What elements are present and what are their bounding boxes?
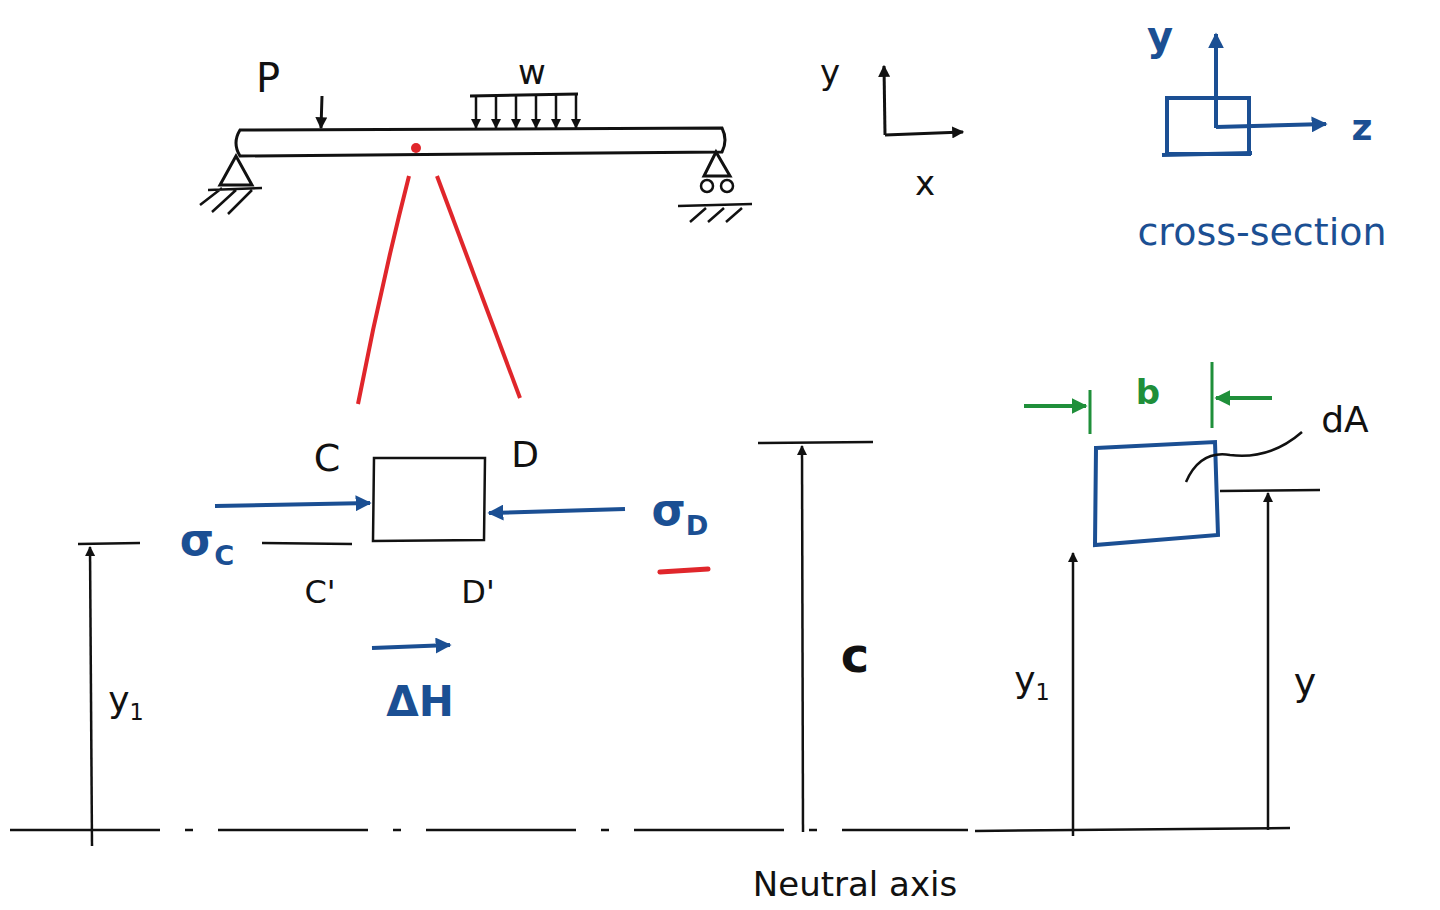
dimension-tick bbox=[1090, 362, 1212, 434]
ground-hatch bbox=[678, 204, 752, 222]
load-arrow bbox=[495, 96, 498, 128]
label: C' bbox=[304, 576, 335, 608]
roller-wheel bbox=[701, 180, 713, 192]
label: c bbox=[841, 631, 869, 679]
x-axis bbox=[885, 132, 963, 135]
label: w bbox=[518, 55, 546, 89]
load-arrow bbox=[515, 96, 518, 128]
label: σC bbox=[180, 518, 234, 562]
roller-support bbox=[704, 152, 730, 176]
stress-arrow-d bbox=[489, 509, 625, 513]
underline-mark bbox=[660, 569, 708, 572]
symbol: y bbox=[108, 679, 129, 720]
dimension-tick bbox=[1220, 490, 1320, 491]
label: D bbox=[511, 437, 539, 473]
label: cross-section bbox=[1137, 213, 1386, 251]
leader-line bbox=[1186, 432, 1302, 482]
element-cd bbox=[373, 458, 485, 541]
zoom-line bbox=[358, 176, 409, 404]
load-arrow bbox=[535, 95, 538, 128]
label: y bbox=[820, 55, 840, 89]
neutral-axis-line bbox=[975, 828, 1290, 831]
zoom-line bbox=[437, 176, 520, 398]
subscript: D bbox=[686, 510, 709, 541]
label: y1 bbox=[1014, 662, 1050, 698]
label: C bbox=[314, 439, 341, 477]
dimension-arrow bbox=[1267, 493, 1270, 830]
roller-wheel bbox=[721, 180, 733, 192]
label: σD bbox=[652, 488, 709, 532]
subscript: 1 bbox=[1036, 679, 1050, 705]
dimension-arrow bbox=[90, 547, 92, 846]
point-load-arrow bbox=[321, 96, 322, 128]
width-arrow bbox=[1216, 396, 1272, 400]
y-axis bbox=[884, 66, 885, 135]
section-y-axis bbox=[1214, 34, 1218, 128]
section-z-axis bbox=[1216, 124, 1326, 127]
point-marker bbox=[411, 143, 421, 153]
subscript: 1 bbox=[130, 699, 144, 725]
distributed-load-line bbox=[470, 94, 578, 96]
ground-hatch bbox=[200, 188, 262, 214]
dash-mark bbox=[262, 543, 352, 544]
load-arrow bbox=[555, 95, 558, 128]
label: P bbox=[256, 58, 280, 98]
symbol: y bbox=[1014, 659, 1035, 700]
area-element bbox=[1095, 442, 1218, 545]
label: dA bbox=[1321, 402, 1368, 438]
label: y bbox=[1147, 16, 1173, 56]
dimension-tick bbox=[758, 442, 873, 443]
label: b bbox=[1136, 375, 1160, 409]
cross-section-base bbox=[1162, 153, 1252, 155]
label: z bbox=[1352, 110, 1373, 146]
symbol: σ bbox=[652, 484, 686, 535]
beam bbox=[236, 128, 725, 156]
label: y1 bbox=[108, 682, 144, 718]
subscript: C bbox=[214, 540, 234, 571]
dimension-arrow bbox=[1072, 553, 1075, 836]
shear-force-arrow bbox=[372, 645, 450, 648]
width-arrow bbox=[1024, 404, 1086, 408]
label: D' bbox=[461, 576, 494, 608]
load-arrow bbox=[575, 95, 578, 128]
symbol: σ bbox=[180, 514, 214, 565]
neutral-axis-line bbox=[10, 829, 968, 832]
label: ΔH bbox=[386, 681, 454, 723]
stress-arrow-c bbox=[215, 503, 370, 506]
load-arrow bbox=[475, 96, 478, 128]
pin-support bbox=[220, 156, 252, 185]
label: x bbox=[915, 166, 935, 200]
label: Neutral axis bbox=[753, 867, 957, 901]
dimension-tick bbox=[78, 543, 140, 544]
dimension-arrow bbox=[802, 446, 803, 832]
label: y bbox=[1294, 663, 1317, 701]
